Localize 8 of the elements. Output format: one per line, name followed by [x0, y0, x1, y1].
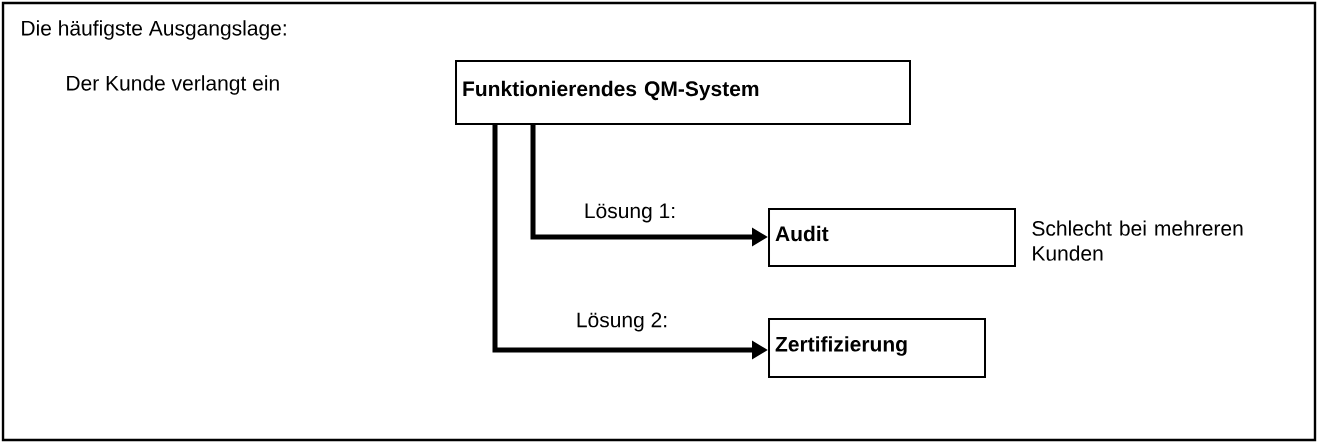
edge-label: Lösung 1:: [581, 201, 679, 225]
label-text: Der Kunde verlangt ein: [67, 75, 279, 95]
note-text: Schlecht bei mehreren Kunden: [1032, 220, 1243, 261]
heading: Die häufigste Ausgangslage:: [22, 20, 286, 40]
process-box: Zertifizierung: [768, 318, 986, 378]
process-box: Audit: [768, 208, 1016, 267]
process-box: Funktionierendes QM-System: [455, 60, 911, 125]
edge-label: Lösung 2:: [573, 310, 671, 334]
